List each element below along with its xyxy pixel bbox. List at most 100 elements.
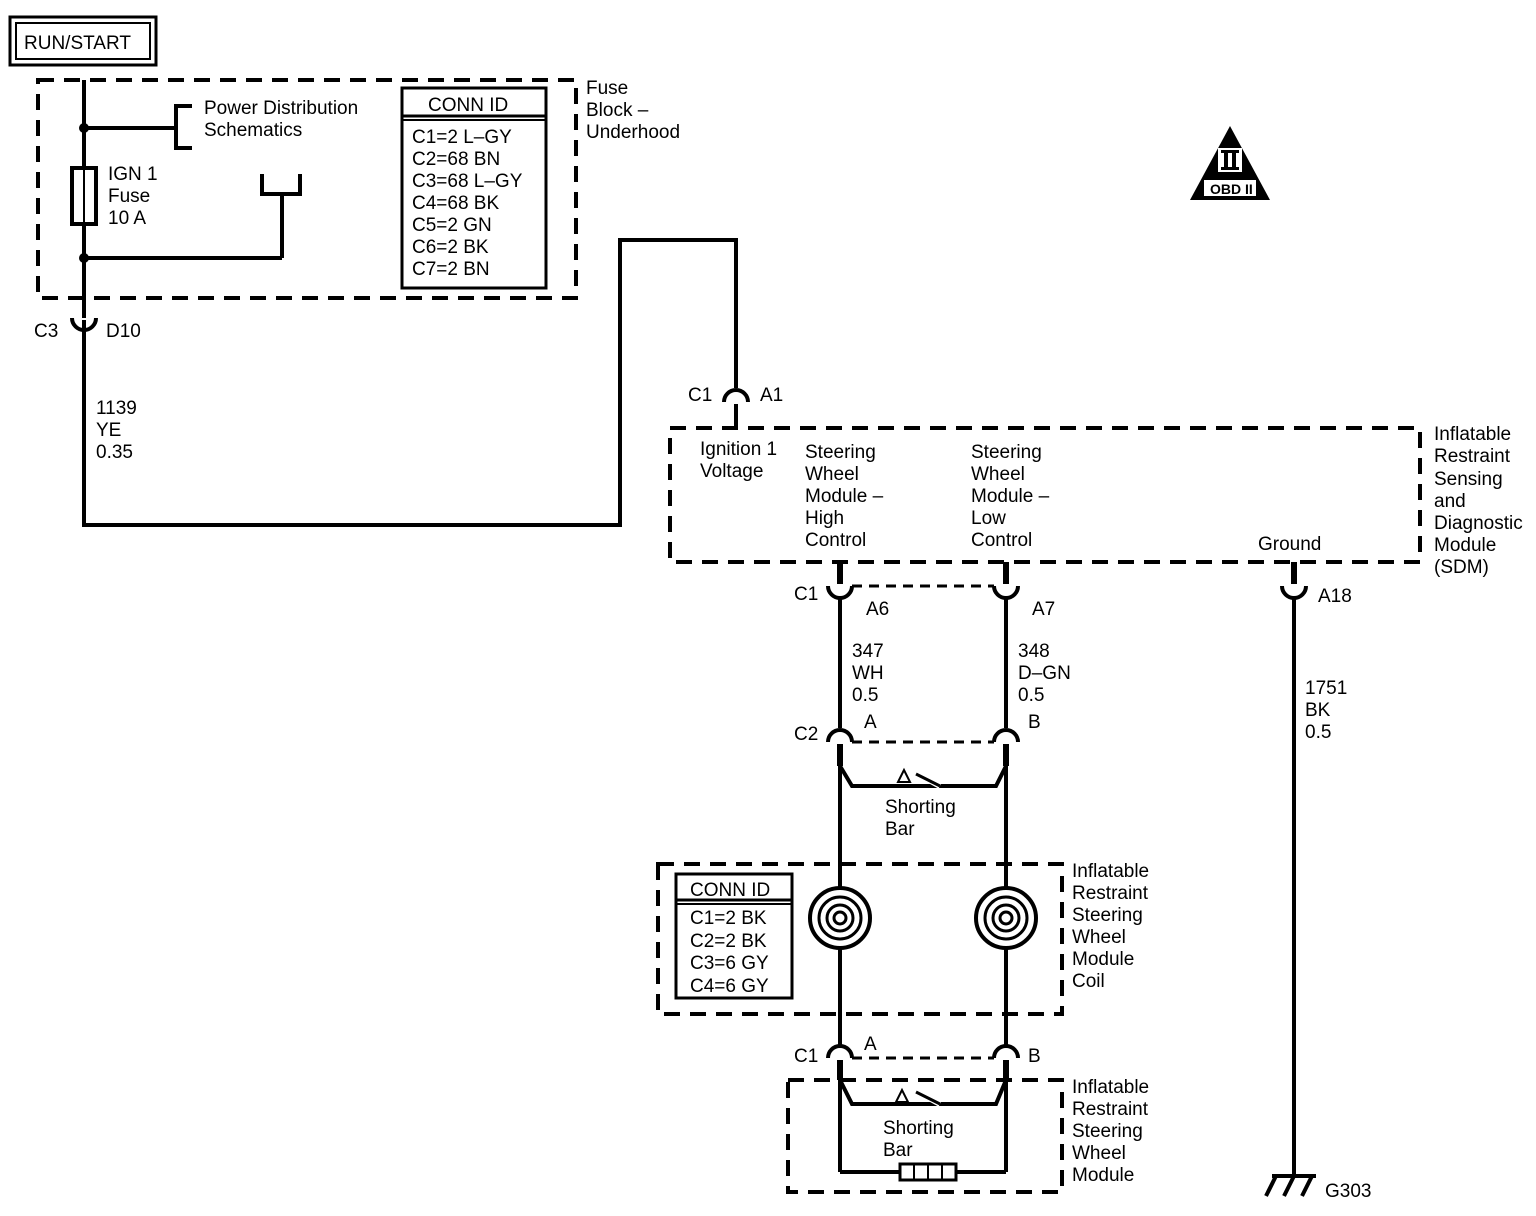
sdm-pin-function: Wheel [805, 464, 859, 485]
connector-pin-label: A18 [1318, 586, 1352, 607]
shorting-bar-upper: Shorting Bar [838, 764, 1008, 840]
wire-color: WH [852, 663, 884, 684]
ign1-fuse-symbol [70, 166, 98, 226]
power-distribution-ref: Power Distribution [204, 98, 358, 119]
coil-title-line: Steering [1072, 905, 1143, 926]
conn-id-title: CONN ID [690, 880, 770, 901]
sdm-pin-function: Low [971, 508, 1006, 529]
sdm-pin-function: Control [971, 530, 1032, 551]
connector-pin-label: B [1028, 712, 1041, 733]
connector-pin-label: A6 [866, 599, 889, 620]
sdm-pin-function: Steering [805, 442, 876, 463]
sdm-title-line: Diagnostic [1434, 513, 1523, 534]
fuse-label: 10 A [108, 208, 146, 229]
conn-id-row: C1=2 BK [690, 908, 767, 929]
sdm-pin-function: Ground [1258, 534, 1321, 555]
sdm-pin-function: Wheel [971, 464, 1025, 485]
connector-label: C1 [794, 584, 818, 605]
module-title-line: Steering [1072, 1121, 1143, 1142]
clockspring-coil-icon [974, 872, 1038, 1046]
connector-pin-label: A [864, 712, 877, 733]
coil-title-line: Module [1072, 949, 1134, 970]
conn-id-row: C1=2 L–GY [412, 127, 512, 148]
wire-circuit-number: 347 [852, 641, 884, 662]
conn-id-row: C4=68 BK [412, 193, 499, 214]
conn-id-row: C7=2 BN [412, 259, 490, 280]
connector-label: C2 [794, 724, 818, 745]
conn-id-row: C6=2 BK [412, 237, 489, 258]
connector-sdm-c1-outputs: C1 A6 A7 A18 [794, 562, 1352, 620]
wire-color: BK [1305, 700, 1331, 721]
shorting-bar-label: Bar [885, 819, 915, 840]
module-title-line: Wheel [1072, 1143, 1126, 1164]
conn-id-row: C3=68 L–GY [412, 171, 523, 192]
sdm-title-line: Module [1434, 535, 1496, 556]
fuse-label: Fuse [108, 186, 150, 207]
power-source-text: RUN/START [24, 33, 131, 54]
sdm-pin-function: Module – [805, 486, 884, 507]
sdm-title-line: Inflatable [1434, 424, 1511, 445]
coil-title-line: Restraint [1072, 883, 1149, 904]
module-title-line: Restraint [1072, 1099, 1149, 1120]
obd-ii-icon: OBD II [1190, 126, 1270, 200]
sdm-title-line: (SDM) [1434, 557, 1489, 578]
fuse-label: IGN 1 [108, 164, 158, 185]
sdm-pin-function: Module – [971, 486, 1050, 507]
power-distribution-ref: Schematics [204, 120, 302, 141]
ground-g303-icon: G303 [1264, 1174, 1371, 1202]
conn-id-row: C2=68 BN [412, 149, 500, 170]
connector-pin-label: D10 [106, 321, 141, 342]
coil-title-line: Inflatable [1072, 861, 1149, 882]
wire-color: YE [96, 420, 121, 441]
airbag-deployment-loop-icon [840, 1162, 1006, 1182]
connector-c3-d10: C3 D10 [34, 317, 141, 342]
steering-wheel-module: Inflatable Restraint Steering Wheel Modu… [786, 1077, 1149, 1194]
conn-id-row: C3=6 GY [690, 953, 769, 974]
connector-c1-lower: C1 A B [794, 1034, 1041, 1080]
conn-id-row: C2=2 BK [690, 931, 767, 952]
connector-pin-label: A7 [1032, 599, 1055, 620]
sdm-pin-function: Voltage [700, 461, 763, 482]
sdm-title-line: Restraint [1434, 446, 1511, 467]
run-start-label: RUN/START [8, 15, 158, 67]
wire-color: D–GN [1018, 663, 1071, 684]
wire-gauge: 0.5 [852, 685, 878, 706]
connector-pin-label: A1 [760, 385, 783, 406]
module-title-line: Inflatable [1072, 1077, 1149, 1098]
wire-gauge: 0.5 [1018, 685, 1044, 706]
connector-sdm-c1-a1: C1 A1 [688, 385, 783, 428]
wire-1139 [82, 238, 738, 527]
fuse-block-title-line: Underhood [586, 122, 680, 143]
sdm-pin-function: Control [805, 530, 866, 551]
clockspring-coil-icon [808, 872, 872, 1046]
steering-wheel-coil: Inflatable Restraint Steering Wheel Modu… [656, 861, 1149, 1046]
wire-circuit-number: 348 [1018, 641, 1050, 662]
sdm-pin-function: High [805, 508, 844, 529]
connector-c2: C2 A B [794, 712, 1041, 766]
connector-label: C1 [794, 1046, 818, 1067]
sdm-title-line: Sensing [1434, 469, 1503, 490]
wire-gauge: 0.5 [1305, 722, 1331, 743]
shorting-bar-lower: Shorting Bar [838, 1079, 1008, 1161]
conn-id-row: C5=2 GN [412, 215, 492, 236]
wire-circuit-number: 1751 [1305, 678, 1347, 699]
obd-text: OBD II [1210, 181, 1253, 197]
module-title-line: Module [1072, 1165, 1134, 1186]
connector-label: C3 [34, 321, 58, 342]
sdm-module: Inflatable Restraint Sensing and Diagnos… [668, 424, 1523, 578]
sdm-pin-function: Ignition 1 [700, 439, 777, 460]
connector-label: C1 [688, 385, 712, 406]
connector-pin-label: B [1028, 1046, 1041, 1067]
fuse-block-title-line: Fuse [586, 78, 628, 99]
conn-id-row: C4=6 GY [690, 976, 769, 997]
sdm-pin-function: Steering [971, 442, 1042, 463]
shorting-bar-label: Bar [883, 1140, 913, 1161]
shorting-bar-label: Shorting [885, 797, 956, 818]
fuse-block-title-line: Block – [586, 100, 649, 121]
coil-conn-id-table: CONN ID C1=2 BK C2=2 BK C3=6 GY C4=6 GY [674, 872, 794, 1000]
shorting-bar-label: Shorting [883, 1118, 954, 1139]
wire-gauge: 0.35 [96, 442, 133, 463]
wire-circuit-number: 1139 [96, 398, 137, 419]
fuse-block-conn-id-table: CONN ID C1=2 L–GY C2=68 BN C3=68 L–GY C4… [400, 86, 548, 290]
